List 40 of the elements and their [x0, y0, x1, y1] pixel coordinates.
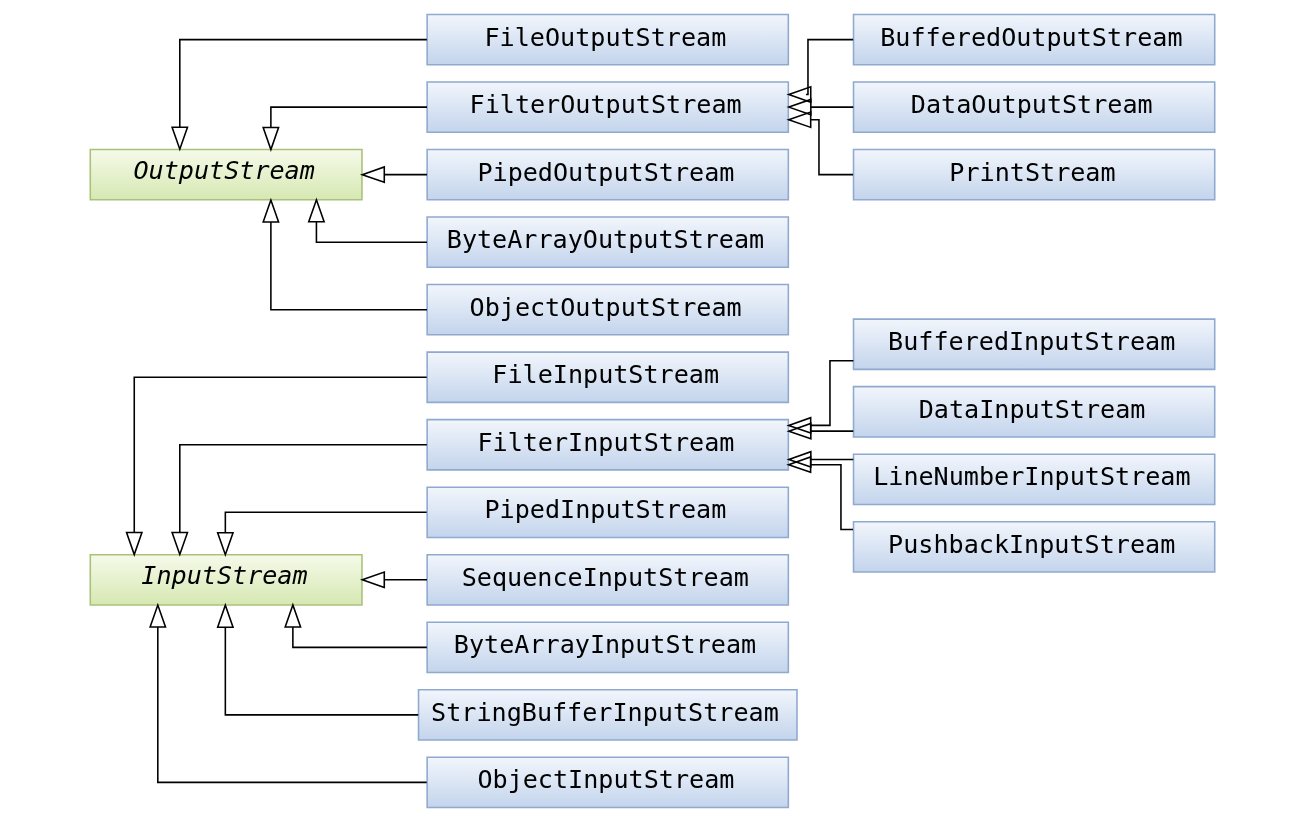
node-box: FilterOutputStream — [426, 81, 790, 134]
arrow — [359, 571, 428, 589]
arrow — [171, 38, 428, 152]
node-box: ObjectOutputStream — [426, 283, 790, 336]
arrow — [307, 197, 428, 243]
node-box: PrintStream — [852, 148, 1216, 201]
node-box: PipedOutputStream — [426, 148, 790, 201]
arrow — [262, 106, 428, 152]
node-box: InputStream — [89, 553, 363, 606]
arrow — [359, 165, 428, 184]
arrow — [786, 359, 855, 435]
arrow — [262, 197, 428, 311]
node-box: FilterInputStream — [426, 418, 790, 471]
arrow — [171, 443, 428, 557]
node-box: FileOutputStream — [426, 13, 790, 66]
node-box: DataOutputStream — [852, 81, 1216, 134]
node-box: BufferedInputStream — [852, 318, 1216, 371]
arrow — [149, 602, 428, 784]
node-box: PipedInputStream — [426, 486, 790, 539]
node-box: SequenceInputStream — [426, 553, 790, 606]
arrow — [786, 450, 855, 469]
node-box: FileInputStream — [426, 351, 790, 404]
node-box: ObjectInputStream — [426, 756, 790, 809]
node-box: DataInputStream — [852, 385, 1216, 438]
arrow — [786, 455, 854, 531]
arrow — [786, 98, 855, 116]
node-box: PushbackInputStream — [852, 520, 1216, 573]
node-box: BufferedOutputStream — [852, 13, 1216, 66]
node-box: OutputStream — [89, 148, 363, 201]
node-box: ByteArrayOutputStream — [426, 216, 790, 269]
arrow — [125, 376, 428, 557]
arrow — [786, 422, 855, 440]
node-box: ByteArrayInputStream — [426, 621, 790, 674]
arrow — [216, 602, 419, 716]
arrow — [786, 38, 854, 104]
arrow — [284, 602, 428, 649]
node-box: LineNumberInputStream — [852, 453, 1216, 506]
arrow — [216, 511, 428, 558]
node-box: StringBufferInputStream — [417, 688, 798, 741]
arrow — [786, 110, 854, 176]
